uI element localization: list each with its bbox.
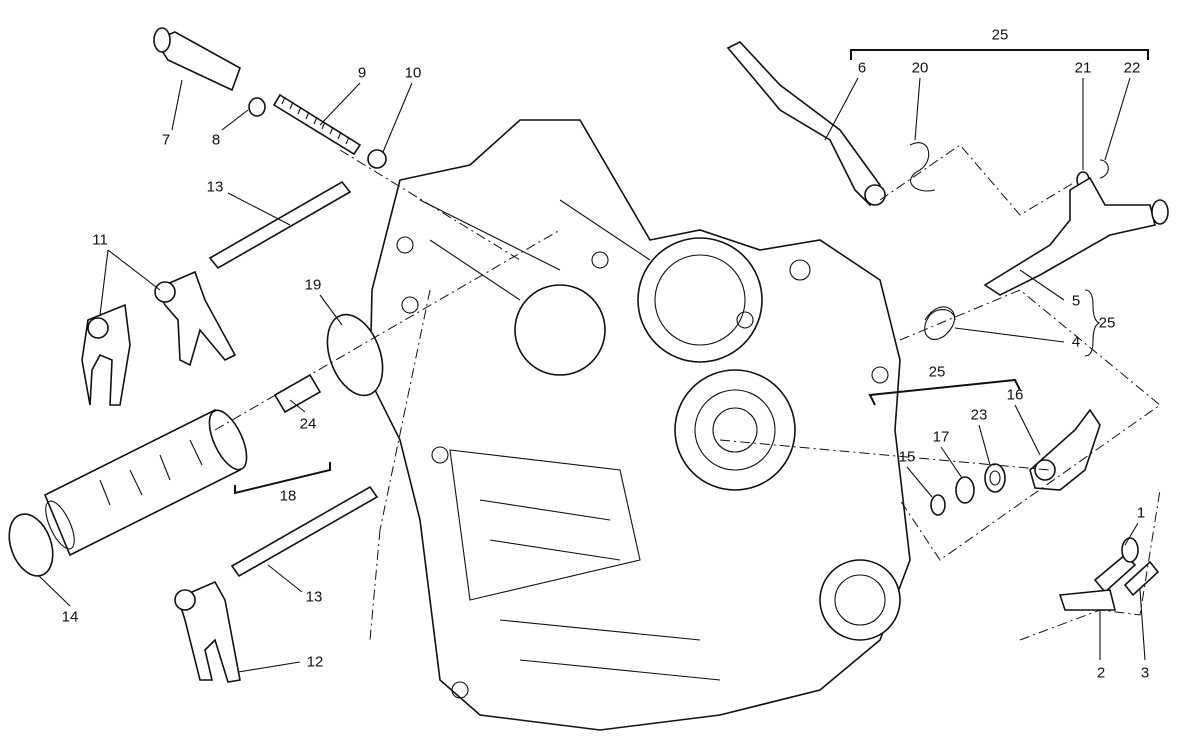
part-label-19: 19: [304, 276, 322, 294]
alignment-lines: [214, 144, 1161, 641]
part-label-24: 24: [299, 415, 317, 433]
part-label-25: 25: [991, 26, 1009, 44]
part-label-13-lower: 13: [305, 588, 323, 606]
part-label-11: 11: [92, 231, 108, 249]
part-label-3: 3: [1140, 664, 1150, 682]
part-label-1: 1: [1136, 504, 1146, 522]
part-label-4: 4: [1071, 333, 1081, 351]
part-label-6: 6: [857, 59, 867, 77]
part-label-20: 20: [911, 59, 929, 77]
part-label-22: 22: [1123, 59, 1141, 77]
part-label-13: 13: [206, 178, 224, 196]
part-label-7: 7: [161, 131, 171, 149]
part-label-16: 16: [1006, 386, 1024, 404]
group-brackets: [234, 49, 1149, 495]
part-label-12: 12: [306, 653, 324, 671]
part-label-5: 5: [1071, 292, 1081, 310]
part-label-18: 18: [279, 487, 297, 505]
part-label-15: 15: [898, 448, 916, 466]
crankcase-half: [369, 119, 911, 731]
part-label-14: 14: [61, 608, 79, 626]
part-label-8: 8: [211, 131, 221, 149]
part-label-25-group: 25: [1098, 314, 1116, 332]
part-label-17: 17: [932, 428, 950, 446]
part-label-10: 10: [404, 64, 422, 82]
part-label-23: 23: [970, 406, 988, 424]
part-label-2: 2: [1096, 664, 1106, 682]
leader-lines: [37, 77, 1146, 673]
part-label-9: 9: [357, 64, 367, 82]
part-label-25-sub: 25: [928, 363, 946, 381]
part-label-21: 21: [1074, 59, 1092, 77]
parts-top-left: [8, 27, 387, 683]
